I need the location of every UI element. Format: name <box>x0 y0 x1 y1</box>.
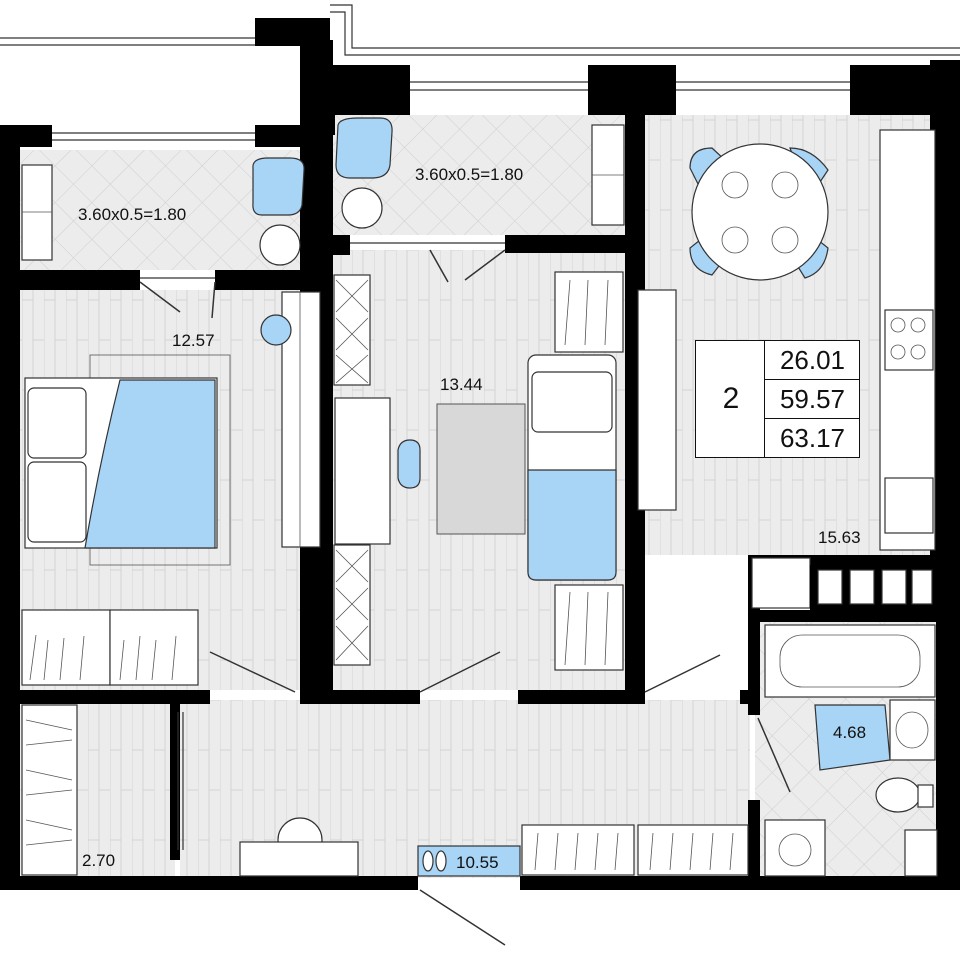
balcony-left-furniture <box>21 157 305 266</box>
balcony-left-label: 3.60x0.5=1.80 <box>78 205 186 224</box>
windows <box>52 81 850 279</box>
total-with-balconies: 63.17 <box>779 423 846 453</box>
slippers-icon <box>422 850 447 872</box>
balcony-mid-label: 3.60x0.5=1.80 <box>415 165 523 184</box>
doors <box>139 249 791 946</box>
hall-furniture <box>21 704 749 877</box>
kitchen-furniture <box>637 129 936 610</box>
balcony-mid-furniture <box>335 117 625 229</box>
area-column: 26.01 59.57 63.17 <box>764 341 860 457</box>
bathroom-area-label: 4.68 <box>833 723 866 742</box>
bedroom-furniture <box>21 291 321 686</box>
bedroom-area-label: 12.57 <box>172 331 215 350</box>
room-area-label: 13.44 <box>440 375 483 394</box>
rooms-count: 2 <box>722 382 740 415</box>
living-area: 26.01 <box>765 341 860 380</box>
hall-area-label: 10.55 <box>456 853 499 872</box>
apartment-summary: 2 26.01 59.57 63.17 <box>695 340 860 458</box>
closet-area-label: 2.70 <box>82 851 115 870</box>
bathroom-furniture <box>764 624 938 877</box>
room-labels: 3.60x0.5=1.80 3.60x0.5=1.80 12.57 13.44 … <box>78 165 866 872</box>
total-area: 59.57 <box>765 380 860 419</box>
room-furniture <box>333 271 624 671</box>
exterior-outline <box>0 4 960 56</box>
kitchen-area-label: 15.63 <box>818 528 861 547</box>
